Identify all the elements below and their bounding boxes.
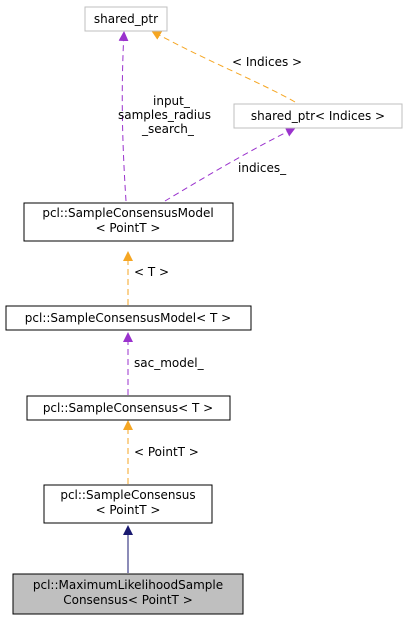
node-maximum-likelihood-sample-consensus[interactable]: pcl::MaximumLikelihoodSample Consensus< … (12, 573, 244, 615)
edge-input-samples (118, 31, 129, 202)
edge-label-search: _search_ (141, 122, 195, 136)
node-sample-consensus-model-pointt[interactable]: pcl::SampleConsensusModel < PointT > (23, 202, 234, 242)
node-sample-consensus-t-label: pcl::SampleConsensus< T > (43, 401, 213, 415)
node-sample-consensus-pointt-line2: < PointT > (96, 503, 161, 517)
node-sample-consensus-model-t[interactable]: pcl::SampleConsensusModel< T > (5, 305, 252, 331)
node-maximum-likelihood-line1: pcl::MaximumLikelihoodSample (33, 578, 223, 592)
edge-indices-usage (164, 127, 296, 202)
edge-label-indices: indices_ (238, 161, 287, 175)
node-sample-consensus-model-pointt-line2: < PointT > (96, 221, 161, 235)
edge-label-input: input_ (153, 94, 191, 108)
node-shared-ptr-label: shared_ptr (94, 12, 158, 26)
node-shared-ptr[interactable]: shared_ptr (84, 6, 168, 32)
node-sample-consensus-model-t-label: pcl::SampleConsensusModel< T > (25, 311, 231, 325)
node-sample-consensus-t[interactable]: pcl::SampleConsensus< T > (26, 395, 231, 421)
node-sample-consensus-pointt-line1: pcl::SampleConsensus (60, 488, 195, 502)
node-maximum-likelihood-line2: Consensus< PointT > (63, 593, 193, 607)
edge-label-pointt-template: < PointT > (134, 445, 199, 459)
edge-label-t-template: < T > (134, 265, 169, 279)
edge-label-sac-model: sac_model_ (134, 356, 205, 370)
edge-label-samples-radius: samples_radius (118, 108, 211, 122)
edge-label-indices-template: < Indices > (232, 55, 302, 69)
edge-indices-template (151, 30, 296, 103)
node-shared-ptr-indices-label: shared_ptr< Indices > (251, 109, 385, 123)
node-sample-consensus-model-pointt-line1: pcl::SampleConsensusModel (42, 206, 213, 220)
node-sample-consensus-pointt[interactable]: pcl::SampleConsensus < PointT > (43, 484, 213, 524)
node-shared-ptr-indices[interactable]: shared_ptr< Indices > (233, 103, 403, 129)
